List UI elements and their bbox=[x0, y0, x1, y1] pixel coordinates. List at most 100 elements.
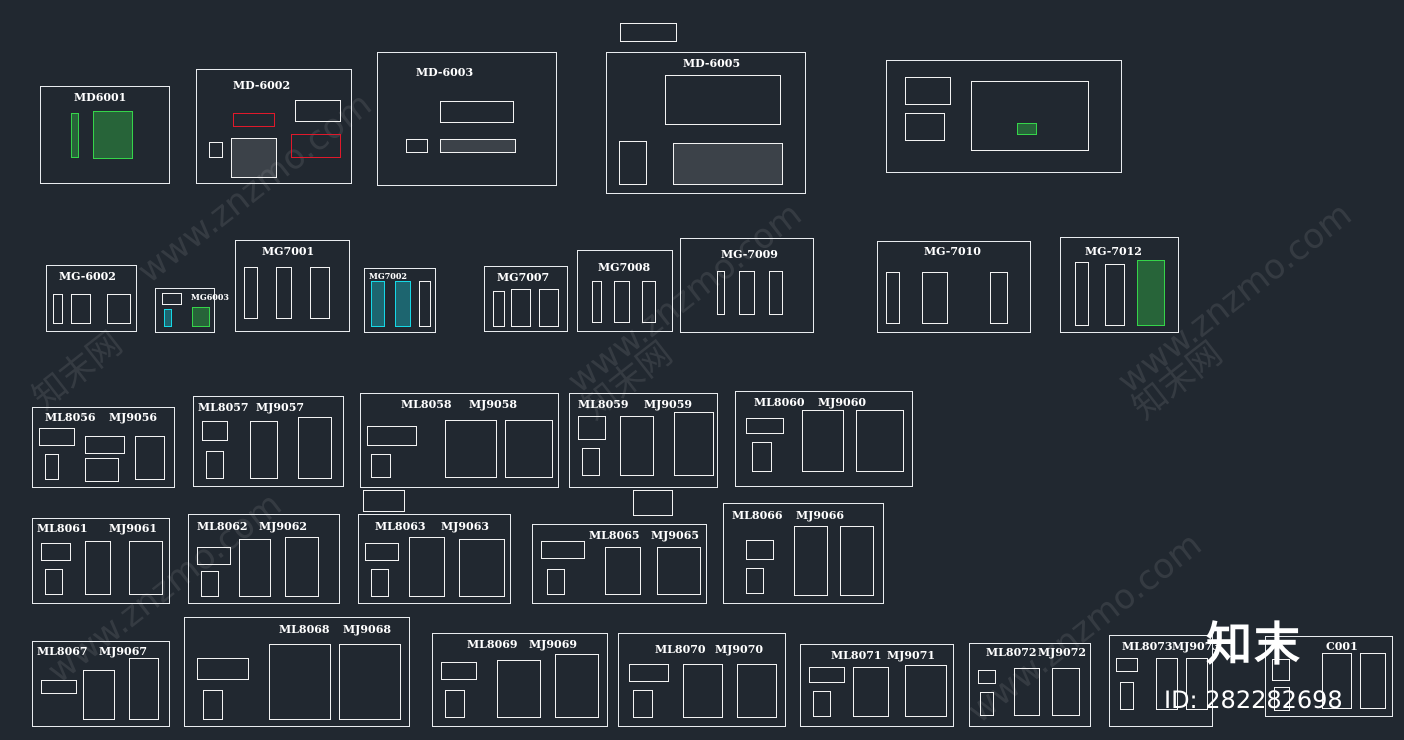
front-view bbox=[298, 417, 332, 479]
drawing-label: MJ9061 bbox=[109, 522, 157, 535]
side-view bbox=[203, 690, 223, 720]
top-view bbox=[746, 540, 774, 560]
front-view bbox=[419, 281, 431, 327]
drawing-label: MG7007 bbox=[497, 271, 550, 284]
drawing-label: ML8063 bbox=[375, 520, 426, 533]
drawing-label: MD-6005 bbox=[683, 57, 741, 70]
drawing-label: MG7001 bbox=[262, 245, 315, 258]
drawing-frame-ml8071[interactable]: ML8071 MJ9071 bbox=[800, 644, 954, 727]
front-view bbox=[129, 658, 159, 720]
drawing-frame-mg7009[interactable]: MG-7009 bbox=[680, 238, 814, 333]
drawing-frame-tv-cabinet[interactable] bbox=[886, 60, 1122, 173]
cabinet-front-view bbox=[93, 111, 133, 159]
drawing-label: ML8059 bbox=[578, 398, 629, 411]
drawing-frame-ml8060[interactable]: ML8060 MJ9060 bbox=[735, 391, 913, 487]
drawing-frame-ml8057[interactable]: ML8057 MJ9057 bbox=[193, 396, 344, 487]
drawing-frame-c001[interactable]: C001 bbox=[1265, 636, 1393, 717]
drawing-label: ML8072 bbox=[986, 646, 1037, 659]
side-view bbox=[1075, 262, 1089, 326]
elevation-group bbox=[971, 81, 1089, 151]
drawing-label: MJ9071 bbox=[887, 649, 935, 662]
drawing-label: MG-6002 bbox=[59, 270, 116, 283]
drawing-frame-md6003[interactable]: MD-6003 bbox=[377, 52, 557, 186]
detail-sketch bbox=[633, 490, 673, 516]
side-view bbox=[201, 571, 219, 597]
front-view bbox=[71, 294, 91, 324]
top-view bbox=[441, 662, 477, 680]
detail-sketch[interactable] bbox=[620, 23, 677, 42]
side-view bbox=[45, 569, 63, 595]
front-view bbox=[511, 289, 531, 327]
side-view bbox=[406, 139, 428, 153]
top-view bbox=[365, 543, 399, 561]
front-view bbox=[285, 537, 319, 597]
front-view bbox=[135, 436, 165, 480]
drawing-frame-ml8073[interactable]: ML8073 MJ9073 bbox=[1109, 635, 1220, 727]
drawing-frame-md6005[interactable]: MD-6005 bbox=[606, 52, 806, 194]
front-view bbox=[905, 665, 947, 717]
top-view bbox=[41, 543, 71, 561]
front-view bbox=[1014, 668, 1040, 716]
front-view bbox=[769, 271, 783, 315]
front-view bbox=[231, 138, 277, 178]
side-view bbox=[886, 272, 900, 324]
side-view bbox=[619, 141, 647, 185]
side-view bbox=[582, 448, 600, 476]
front-view bbox=[339, 644, 401, 720]
drawing-frame-ml8072[interactable]: ML8072 MJ9072 bbox=[969, 643, 1091, 727]
drawing-frame-ml8068[interactable]: ML8068 MJ9068 bbox=[184, 617, 410, 727]
drawing-frame-ml8067[interactable]: ML8067 MJ9067 bbox=[32, 641, 170, 727]
drawing-frame-mg6002[interactable]: MG-6002 bbox=[46, 265, 137, 332]
drawing-frame-mg6003[interactable]: MG6003 bbox=[155, 288, 229, 333]
front-view bbox=[683, 664, 723, 718]
side-view bbox=[592, 281, 602, 323]
front-view bbox=[192, 307, 210, 327]
drawing-label: MD-6003 bbox=[416, 66, 474, 79]
side-view bbox=[746, 568, 764, 594]
drawing-label: MJ9062 bbox=[259, 520, 307, 533]
drawing-label: MJ9058 bbox=[469, 398, 517, 411]
front-view bbox=[1052, 668, 1080, 716]
drawing-frame-ml8066[interactable]: ML8066 MJ9066 bbox=[723, 503, 884, 604]
drawing-frame-mg7002[interactable]: MG7002 bbox=[364, 268, 436, 333]
front-view bbox=[269, 644, 331, 720]
drawing-frame-mg7007[interactable]: MG7007 bbox=[484, 266, 568, 332]
front-view bbox=[1017, 123, 1037, 135]
drawing-frame-ml8070[interactable]: ML8070 MJ9070 bbox=[618, 633, 786, 727]
drawing-frame-ml8069[interactable]: ML8069 MJ9069 bbox=[432, 633, 608, 727]
drawing-label: MJ9057 bbox=[256, 401, 304, 414]
drawing-label: MG7008 bbox=[598, 261, 651, 274]
mirror-view bbox=[85, 436, 125, 454]
drawing-frame-ml8058[interactable]: ML8058 MJ9058 bbox=[360, 393, 559, 488]
drawing-frame-ml8061[interactable]: ML8061 MJ9061 bbox=[32, 518, 170, 604]
drawing-frame-md6001[interactable]: MD6001 bbox=[40, 86, 170, 184]
top-view bbox=[39, 428, 75, 446]
drawing-label: MJ9070 bbox=[715, 643, 763, 656]
drawing-frame-mg7012[interactable]: MG-7012 bbox=[1060, 237, 1179, 333]
side-view bbox=[53, 294, 63, 324]
drawing-label: MJ9063 bbox=[441, 520, 489, 533]
drawing-frame-md6002[interactable]: MD-6002 bbox=[196, 69, 352, 184]
drawing-frame-ml8065[interactable]: ML8065 MJ9065 bbox=[532, 524, 707, 604]
drawing-label: MJ9072 bbox=[1038, 646, 1086, 659]
front-view bbox=[990, 272, 1008, 324]
drawing-frame-mg7001[interactable]: MG7001 bbox=[235, 240, 350, 332]
drawing-frame-ml8063[interactable]: ML8063 MJ9063 bbox=[358, 514, 511, 604]
drawing-label: ML8068 bbox=[279, 623, 330, 636]
side-view bbox=[206, 451, 224, 479]
drawing-frame-mg7010[interactable]: MG-7010 bbox=[877, 241, 1031, 333]
drawing-frame-mg7008[interactable]: MG7008 bbox=[577, 250, 673, 332]
front-view bbox=[310, 267, 330, 319]
front-view bbox=[605, 547, 641, 595]
side-view bbox=[1274, 687, 1290, 711]
drawing-label: MD-6002 bbox=[233, 79, 291, 92]
drawing-frame-ml8056[interactable]: ML8056 MJ9056 bbox=[32, 407, 175, 488]
drawing-frame-ml8059[interactable]: ML8059 MJ9059 bbox=[569, 393, 718, 488]
side-view bbox=[1120, 682, 1134, 710]
top-view bbox=[291, 134, 341, 158]
side-view bbox=[371, 569, 389, 597]
drawing-frame-ml8062[interactable]: ML8062 MJ9062 bbox=[188, 514, 340, 604]
drawing-label: ML8056 bbox=[45, 411, 96, 424]
side-view bbox=[980, 692, 994, 716]
